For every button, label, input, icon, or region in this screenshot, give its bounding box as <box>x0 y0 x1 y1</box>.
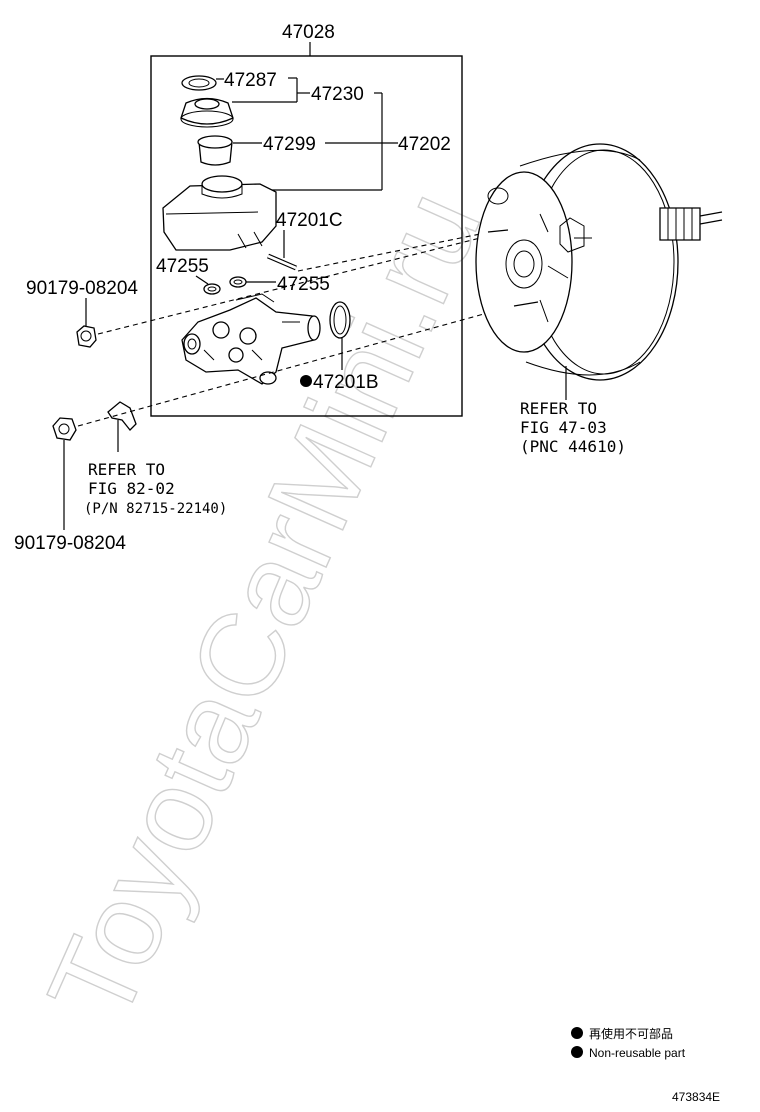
label-47287: 47287 <box>224 70 277 91</box>
refer-booster-line1: REFER TO <box>520 399 597 418</box>
cap-gasket-part <box>181 75 217 91</box>
refer-bracket-line3: (P/N 82715-22140) <box>84 501 227 517</box>
refer-booster-note: REFER TO FIG 47-03 (PNC 44610) <box>520 399 626 456</box>
bracket-part <box>107 401 137 431</box>
legend-text-jp: 再使用不可部品 <box>589 1026 673 1041</box>
assembly-number: 47028 <box>282 22 335 43</box>
brake-booster-part <box>475 143 723 381</box>
figure-id: 473834E <box>672 1090 720 1104</box>
refer-bracket-line1: REFER TO <box>88 460 165 479</box>
legend-marker-en <box>571 1046 583 1058</box>
label-47201b: 47201B <box>313 372 379 393</box>
pin-part <box>267 253 297 271</box>
legend-text-en: Non-reusable part <box>589 1046 686 1060</box>
watermark-text: ToyotaCarMini.ru <box>23 172 506 1040</box>
non-reusable-marker <box>300 375 312 387</box>
refer-booster-line2: FIG 47-03 <box>520 418 607 437</box>
label-47299: 47299 <box>263 134 316 155</box>
legend-marker-jp <box>571 1027 583 1039</box>
reservoir-cap-part <box>180 97 234 128</box>
label-47230: 47230 <box>311 84 364 105</box>
label-47202: 47202 <box>398 134 451 155</box>
reservoir-tank-part <box>162 175 277 251</box>
label-47201c: 47201C <box>276 210 343 231</box>
grommet-part-left <box>203 283 221 295</box>
label-47255-left: 47255 <box>156 256 209 277</box>
label-nut-upper: 90179-08204 <box>26 278 138 299</box>
nut-lower-part <box>52 417 77 441</box>
refer-bracket-note: REFER TO FIG 82-02 (P/N 82715-22140) <box>84 460 227 517</box>
assembly-box <box>150 55 463 417</box>
label-47255-right: 47255 <box>277 274 330 295</box>
grommet-part-right <box>229 276 247 288</box>
o-ring-part <box>329 301 351 339</box>
master-cylinder-part <box>181 293 321 385</box>
strainer-part <box>197 135 233 166</box>
nut-upper-part <box>76 325 97 348</box>
refer-bracket-line2: FIG 82-02 <box>88 479 175 498</box>
refer-booster-line3: (PNC 44610) <box>520 437 626 456</box>
label-nut-lower: 90179-08204 <box>14 533 126 554</box>
legend: 再使用不可部品 Non-reusable part <box>571 1026 686 1060</box>
